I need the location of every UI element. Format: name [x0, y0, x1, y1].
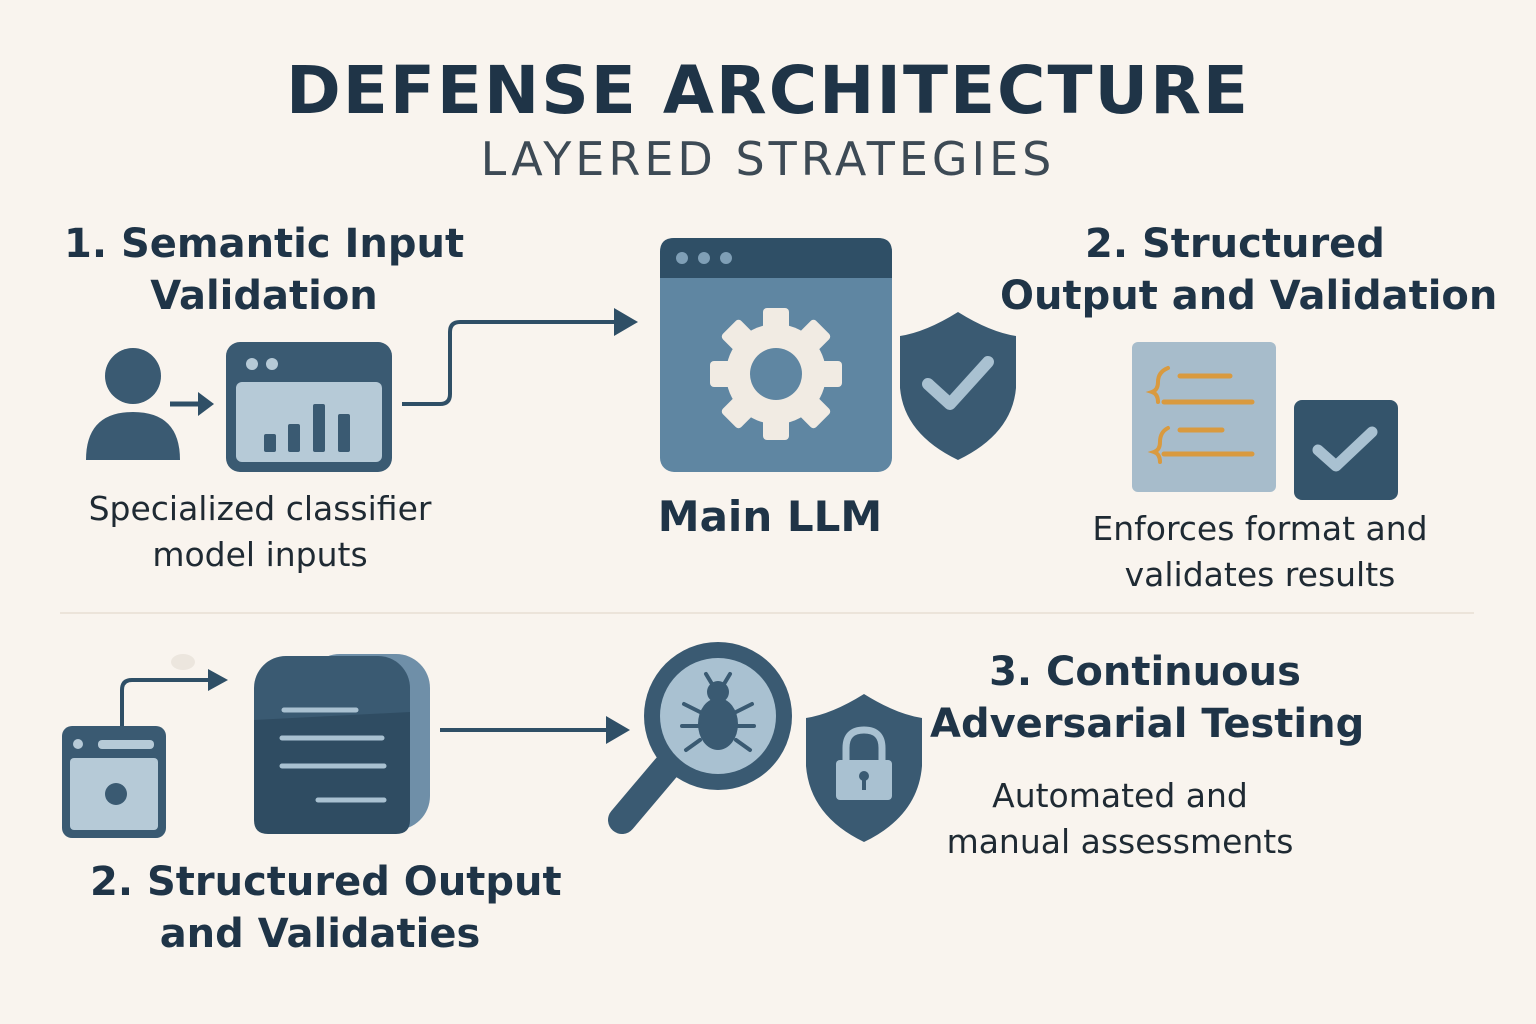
step1-desc-line2: model inputs	[152, 535, 368, 574]
step1-heading-line2: Validation	[150, 273, 378, 319]
step2b-heading: 2. Structured Output and Validaties	[90, 856, 562, 960]
step3-description: Automated and manual assessments	[920, 773, 1320, 865]
chart-bar-icon	[313, 404, 325, 452]
validated-check-icon	[1294, 400, 1398, 500]
classifier-dashboard-icon	[226, 342, 392, 472]
section-divider	[60, 612, 1474, 614]
arrowhead-icon	[208, 669, 228, 691]
page-subtitle: LAYERED STRATEGIES	[480, 132, 1056, 186]
shield-lock-icon	[806, 694, 922, 842]
step3-desc-line1: Automated and	[992, 776, 1248, 815]
chart-bar-icon	[338, 414, 350, 452]
step2-description: Enforces format and validates results	[1060, 506, 1460, 598]
step2b-heading-line2: and Validaties	[159, 911, 481, 957]
main-llm-label: Main LLM	[657, 492, 883, 541]
step1-description: Specialized classifier model inputs	[60, 486, 460, 578]
step3-heading: 3. Continuous Adversarial Testing	[930, 646, 1365, 750]
step2-heading-line1: 2. Structured	[1085, 221, 1385, 267]
bug-icon	[680, 672, 756, 752]
page-title: DEFENSE ARCHITECTURE	[285, 52, 1251, 129]
structured-code-document-icon	[1132, 342, 1276, 492]
step1-desc-line1: Specialized classifier	[88, 489, 432, 528]
step1-heading-line1: 1. Semantic Input	[64, 221, 465, 267]
step1-heading: 1. Semantic Input Validation	[64, 218, 464, 322]
step2-desc-line1: Enforces format and	[1092, 509, 1428, 548]
shield-check-icon	[900, 312, 1016, 460]
connector-arrow	[402, 320, 618, 406]
step2-heading: 2. Structured Output and Validation	[1000, 218, 1498, 322]
step2-heading-line2: Output and Validation	[1000, 273, 1498, 319]
step3-heading-line2: Adversarial Testing	[930, 701, 1365, 747]
arrowhead-icon	[614, 308, 638, 336]
gear-icon	[710, 308, 842, 440]
step2-desc-line2: validates results	[1124, 555, 1396, 594]
user-icon	[86, 348, 180, 460]
decor-blob	[171, 654, 195, 670]
step3-desc-line2: manual assessments	[946, 822, 1294, 861]
main-llm-window-icon	[660, 238, 892, 472]
chart-bar-icon	[288, 424, 300, 452]
stacked-documents-icon	[254, 654, 430, 834]
chart-bar-icon	[264, 434, 276, 452]
step2b-heading-line1: 2. Structured Output	[90, 859, 562, 905]
browser-record-icon	[62, 726, 166, 838]
step3-heading-line1: 3. Continuous	[989, 649, 1301, 695]
brace-icon	[1147, 426, 1170, 464]
connector-arrow	[120, 678, 210, 726]
small-arrow-right-icon	[170, 392, 214, 416]
arrowhead-icon	[606, 716, 630, 744]
brace-icon	[1145, 366, 1170, 404]
magnifier-bug-icon	[608, 642, 792, 834]
